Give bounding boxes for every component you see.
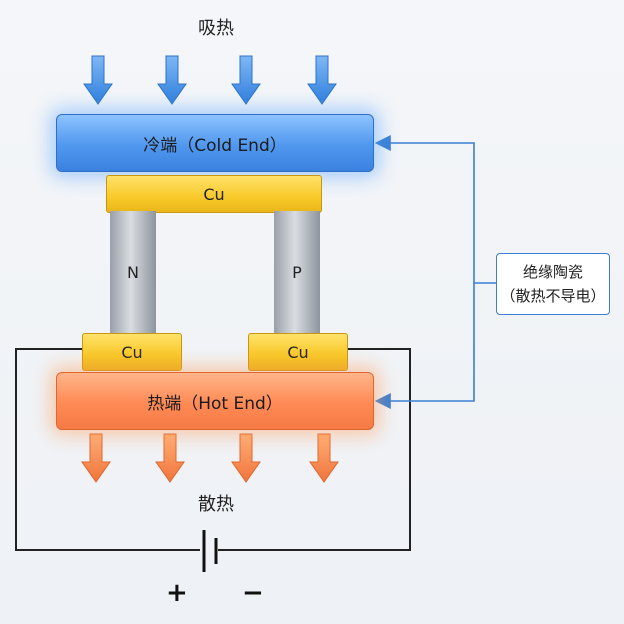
n-type-label: N xyxy=(127,262,139,282)
callout-connector xyxy=(374,135,496,284)
callout-connector xyxy=(374,283,475,409)
copper-right-label: Cu xyxy=(287,342,309,362)
cold-arrow-icon xyxy=(83,55,113,105)
hot-arrow-icon xyxy=(309,433,339,483)
copper-left-pad: Cu xyxy=(82,333,182,371)
copper-top-bridge: Cu xyxy=(106,175,322,213)
hot-end-label: 热端（Hot End） xyxy=(147,393,283,414)
copper-top-label: Cu xyxy=(203,184,225,204)
cold-end-label: 冷端（Cold End） xyxy=(143,135,287,156)
p-type-label: P xyxy=(292,262,302,282)
cold-end-plate: 冷端（Cold End） xyxy=(56,114,374,172)
n-type-leg: N xyxy=(110,211,156,333)
copper-right-pad: Cu xyxy=(248,333,348,371)
release-heat-label: 散热 xyxy=(198,494,234,515)
cold-arrow-icon xyxy=(157,55,187,105)
hot-arrow-icon xyxy=(81,433,111,483)
hot-arrow-group xyxy=(81,433,339,483)
callout-subtitle: （散热不导电） xyxy=(500,287,606,305)
hot-arrow-icon xyxy=(155,433,185,483)
p-type-leg: P xyxy=(274,211,320,333)
negative-terminal-sign: − xyxy=(242,578,264,608)
positive-terminal-sign: + xyxy=(166,578,188,608)
cold-arrow-icon xyxy=(231,55,261,105)
cold-arrow-group xyxy=(83,55,337,105)
hot-end-plate: 热端（Hot End） xyxy=(56,372,374,430)
insulating-ceramic-callout: 绝缘陶瓷 （散热不导电） xyxy=(496,253,610,315)
hot-arrow-icon xyxy=(231,433,261,483)
callout-title: 绝缘陶瓷 xyxy=(522,263,583,281)
copper-left-label: Cu xyxy=(121,342,143,362)
circuit-wire xyxy=(15,348,411,551)
cold-arrow-icon xyxy=(307,55,337,105)
absorb-heat-label: 吸热 xyxy=(198,18,234,39)
